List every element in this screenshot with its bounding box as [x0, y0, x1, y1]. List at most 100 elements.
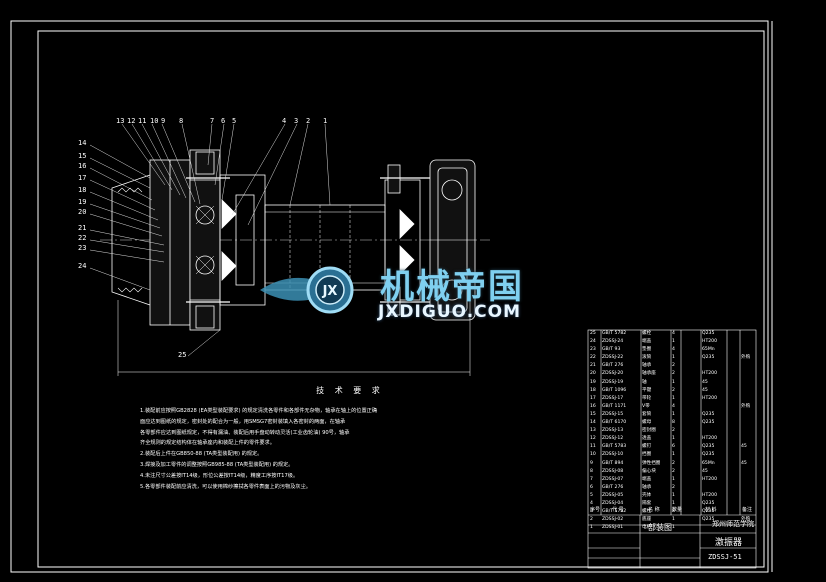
part-number-2: 2	[306, 117, 311, 125]
bom-cell: ZDSSJ-13	[602, 428, 624, 434]
part-number-6: 6	[221, 117, 226, 125]
bom-cell: 45	[702, 387, 708, 393]
bom-header-material: 材 料	[705, 507, 717, 513]
bom-cell: 20	[590, 371, 596, 377]
bom-cell: 1	[672, 500, 675, 506]
bom-cell: 1	[672, 339, 675, 345]
bom-header-index: 序号	[590, 507, 601, 513]
bom-cell: GB/T 894	[602, 460, 624, 466]
bom-cell: 65Mn	[702, 347, 715, 353]
bom-cell: 45	[702, 379, 708, 385]
bom-cell: 轴承	[642, 484, 652, 490]
requirement-line: 面应达到图纸的规定，密封处的配合为一般，用SMSG7密封装填入各密封的两面，在轴…	[140, 418, 346, 425]
bom-cell: 15	[590, 411, 596, 417]
bom-header-remark: 备注	[742, 507, 753, 513]
bom-cell: Q235	[702, 509, 715, 515]
bom-cell: 1	[672, 517, 675, 523]
bom-cell: Q235	[702, 331, 715, 336]
bom-cell: 底座	[642, 517, 652, 523]
bom-cell: 滚筒	[642, 355, 652, 361]
bom-cell: Q235	[702, 444, 715, 450]
bom-cell: 24	[590, 339, 596, 345]
bom-cell: 2	[672, 387, 675, 393]
bom-cell: 密封圈	[642, 428, 656, 434]
bom-cell: 8	[672, 420, 675, 426]
bom-cell: 1	[590, 525, 593, 531]
bom-cell: 45	[741, 460, 747, 466]
bom-cell: 22	[590, 355, 596, 361]
bom-cell: 45	[741, 444, 747, 450]
bom-cell: GB/T 276	[602, 363, 624, 369]
technical-requirements-title: 技 术 要 求	[316, 386, 384, 395]
bom-cell: 2	[672, 468, 675, 474]
bom-cell: 外购	[741, 403, 751, 409]
bom-cell: GB/T 276	[602, 484, 624, 490]
drawing-name: 部装图	[648, 523, 672, 532]
watermark-chinese: 机械帝国	[380, 267, 524, 307]
bom-cell: 2	[672, 460, 675, 466]
assembly-section-view	[89, 123, 490, 376]
bom-cell: V带	[642, 403, 650, 409]
part-number-13: 13	[116, 117, 125, 125]
bom-cell: 外购	[741, 355, 751, 361]
bom-cell: 4	[590, 500, 593, 506]
bom-cell: 螺栓	[642, 331, 652, 336]
part-number-3: 3	[294, 117, 299, 125]
bom-cell: 8	[590, 468, 593, 474]
watermark-logo: JX	[260, 266, 354, 314]
part-number-10: 10	[150, 117, 159, 125]
bom-cell: ZDSSJ-24	[602, 339, 624, 345]
technical-requirements: 技 术 要 求 1.装配前应按照GB2828 (EA类型装配要求) 的规定清洗各…	[140, 385, 560, 492]
requirement-line: 2.装配后上件在GB850-88 (TA类型装配用) 的规定。	[140, 451, 263, 458]
bom-cell: HT200	[702, 395, 718, 401]
bom-cell: 11	[590, 444, 596, 450]
requirement-line: 4.未注尺寸公差按IT14级，形位公差按IT14级，精度工序按IT17级。	[140, 472, 299, 479]
bom-cell: 外购	[741, 517, 751, 523]
inner-sheet-border	[37, 30, 765, 568]
bom-cell: 壳体	[642, 492, 652, 498]
part-number-15: 15	[78, 152, 87, 160]
bom-cell: 14	[590, 420, 596, 426]
requirement-line: 1.装配前应按照GB2828 (EA类型装配要求) 的规定清洗各零件和各部件无杂…	[140, 408, 378, 414]
bom-cell: GB/T 93	[602, 347, 621, 353]
bom-cell: 6	[590, 484, 593, 490]
bom-cell: 1	[672, 476, 675, 482]
bom-cell: ZDSSJ-20	[602, 371, 624, 377]
bom-cell: 23	[590, 347, 596, 353]
part-number-22: 22	[78, 234, 87, 242]
part-number-11: 11	[138, 117, 147, 125]
bom-cell: Q235	[702, 452, 715, 458]
watermark-badge-text: JX	[322, 284, 338, 299]
bom-cell: GB/T 1096	[602, 387, 627, 393]
bom-cell: 10	[590, 452, 596, 458]
bom-cell: 挡圈	[642, 452, 652, 458]
bom-cell: GB/T 6170	[602, 420, 627, 426]
bom-cell: ZDSSJ-01	[602, 525, 624, 531]
bom-cell: 2	[672, 371, 675, 377]
bom-cell: 1	[672, 436, 675, 442]
bom-cell: Q235	[702, 517, 715, 523]
bom-cell: GB/T 5783	[602, 444, 627, 450]
bom-cell: 1	[672, 379, 675, 385]
bom-cell: ZDSSJ-08	[602, 468, 624, 474]
bom-cell: HT200	[702, 436, 718, 442]
part-number-18: 18	[78, 186, 87, 194]
bom-cell: 12	[590, 436, 596, 442]
bom-cell: 1	[672, 452, 675, 458]
bom-cell: 18	[590, 387, 596, 393]
bom-cell: GB/T 5782	[602, 509, 627, 515]
bom-cell: 隔套	[642, 500, 652, 506]
